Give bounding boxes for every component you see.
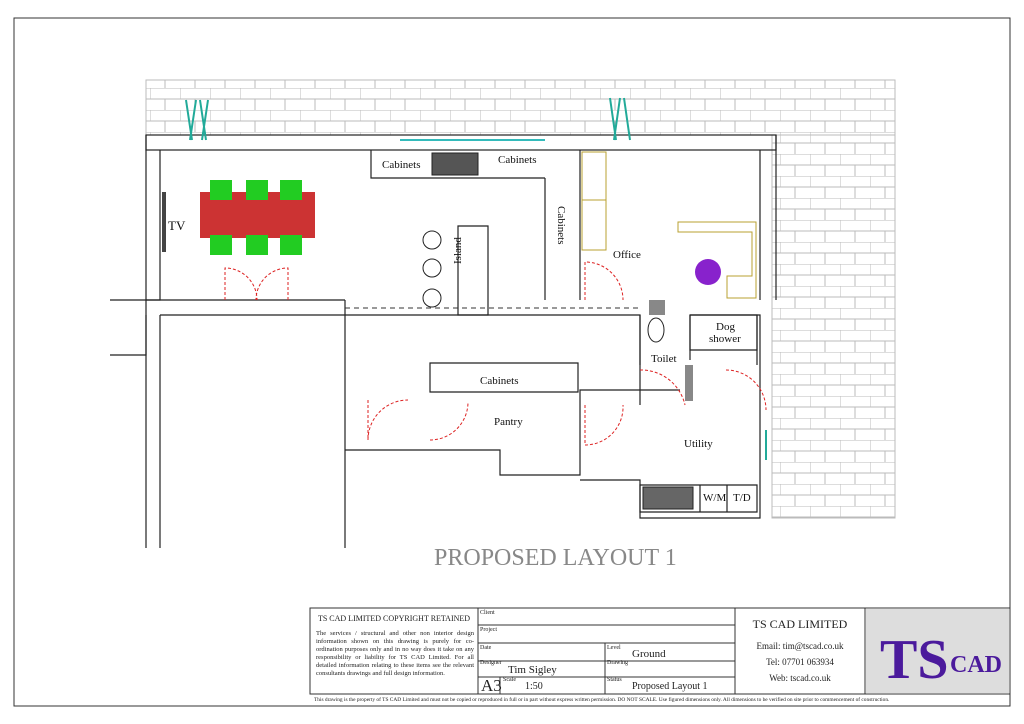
designer-label: Designer [480, 660, 502, 666]
label-office: Office [613, 249, 641, 261]
utility-sink [642, 486, 694, 510]
label-toilet: Toilet [651, 353, 677, 365]
copyright-heading: TS CAD LIMITED COPYRIGHT RETAINED [317, 614, 471, 623]
logo: CAD [950, 652, 1002, 678]
pillar [649, 300, 665, 315]
company-tel: Tel: 07701 063934 [766, 657, 834, 667]
windows [185, 97, 767, 460]
title-block-grid [309, 607, 1011, 695]
tv-unit [162, 192, 166, 252]
office-furniture [581, 151, 757, 299]
footer-disclaimer: This drawing is the property of TS CAD L… [314, 697, 890, 703]
project-label: Project [480, 627, 497, 633]
label-td: T/D [733, 492, 751, 504]
label-utility: Utility [684, 438, 713, 450]
designer-value: Tim Sigley [508, 664, 557, 676]
sheet-border [13, 17, 1011, 707]
level-label: Level [607, 645, 621, 651]
logo-panel [866, 609, 1009, 693]
date-label: Date [480, 645, 492, 651]
label-cabinets: Cabinets [498, 154, 537, 166]
dining-chairs [210, 180, 302, 255]
paving-top [145, 79, 896, 136]
label-tv: TV [168, 218, 186, 233]
label-cabinets: Cabinets [382, 159, 421, 171]
client-label: Client [480, 610, 495, 616]
office-chair [695, 259, 721, 285]
company-name: TS CAD LIMITED [752, 617, 848, 631]
logo: TS [880, 629, 949, 691]
kitchen-sink [431, 152, 479, 176]
label-wm: W/M [703, 492, 726, 504]
company-web: Web: tscad.co.uk [769, 673, 831, 683]
status-value: Proposed Layout 1 [632, 681, 708, 692]
scale-label: Scale [503, 677, 516, 683]
toilet-bowl [647, 317, 665, 343]
paper-size: A3 [481, 676, 502, 695]
copyright-text: The services / structural and other non … [316, 630, 474, 677]
doors [224, 261, 767, 446]
drawing-title: PROPOSED LAYOUT 1 [434, 545, 677, 571]
drawing-label: Drawing [607, 660, 628, 666]
bar-stools [422, 230, 442, 308]
label-cabinets: Cabinets [555, 206, 567, 245]
label-pantry: Pantry [494, 416, 523, 428]
status-label: Status [607, 677, 622, 683]
company-email: Email: tim@tscad.co.uk [756, 641, 844, 651]
label-island: Island [452, 237, 464, 264]
level-value: Ground [632, 648, 666, 660]
label-cabinets: Cabinets [480, 375, 519, 387]
pillar [685, 365, 693, 401]
label-dog-shower: shower [709, 333, 741, 345]
paving-right [771, 134, 896, 519]
scale-value: 1:50 [525, 681, 543, 692]
label-dog-shower: Dog [716, 321, 735, 333]
